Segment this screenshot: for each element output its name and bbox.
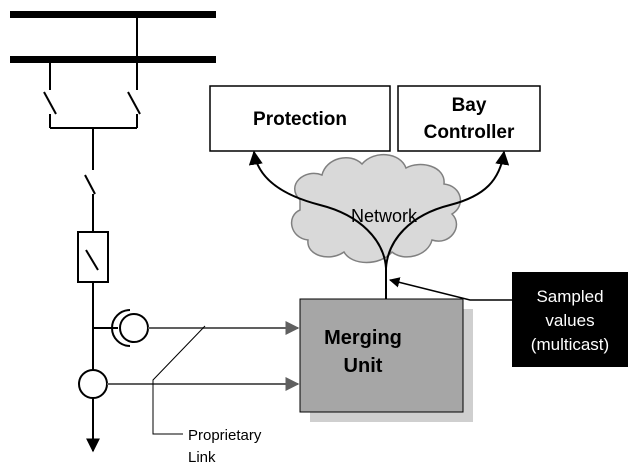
circuit-breaker (77, 231, 109, 328)
merging-unit-label-line2: Unit (344, 355, 383, 377)
bay-controller-box (397, 85, 541, 152)
bay-controller-label-line1: Bay (452, 95, 487, 116)
proprietary-link-label-line2: Link (188, 449, 216, 466)
proprietary-link-leader (152, 325, 206, 435)
sampled-values-leader (388, 277, 514, 301)
merging-unit-label-line1: Merging (324, 327, 402, 349)
voltage-transformer (93, 309, 149, 347)
network-cloud (290, 154, 462, 264)
bay-controller-label-line2: Controller (424, 122, 515, 143)
line-disconnector (84, 174, 96, 232)
sampled-values-line1: Sampled (536, 287, 603, 306)
sampled-values-line2: values (545, 311, 594, 330)
disconnector-left (43, 63, 57, 128)
disconnector-right (127, 18, 141, 128)
busbar-bottom (10, 56, 216, 63)
protection-box (209, 85, 391, 152)
network-label: Network (351, 206, 418, 226)
merging-unit-box (299, 298, 464, 413)
multicast-tree (248, 150, 510, 300)
proprietary-link-label-line1: Proprietary (188, 427, 262, 444)
busbar-top (10, 11, 216, 18)
feeder-junction (50, 127, 137, 170)
protection-label: Protection (253, 109, 347, 130)
sampled-values-line3: (multicast) (531, 335, 609, 354)
sampled-values-callout (512, 272, 628, 367)
